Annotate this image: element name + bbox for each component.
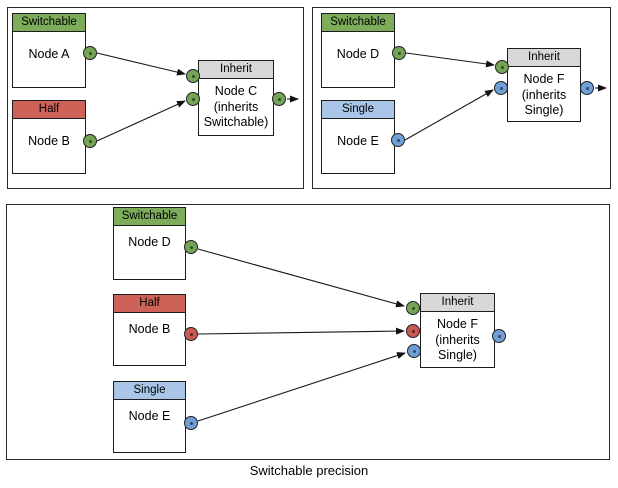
node-f-bottom: Inherit Node F (inherits Single)	[420, 293, 495, 368]
node-b-bottom-precision-header: Half	[114, 295, 185, 313]
node-d-title: Node D	[336, 47, 380, 61]
node-b-bottom: Half Node B	[113, 294, 186, 366]
node-d-bottom-title: Node D	[128, 235, 171, 249]
node-d: Switchable Node D	[321, 13, 395, 88]
node-c-input-port-1	[186, 69, 200, 83]
node-c-output-port-switchable	[272, 92, 286, 106]
node-d-output-port-switchable	[392, 46, 406, 60]
node-a-precision-header: Switchable	[13, 14, 85, 32]
node-b-bottom-title: Node B	[128, 322, 171, 336]
node-a: Switchable Node A	[12, 13, 86, 88]
node-e-bottom-title: Node E	[128, 409, 171, 423]
node-f-input-port-1	[495, 60, 509, 74]
panel-top-left	[7, 7, 304, 189]
node-f-title: Node F (inherits Single)	[521, 72, 567, 117]
node-e-precision-header: Single	[322, 101, 394, 119]
node-f-bottom-title: Node F (inherits Single)	[435, 317, 480, 362]
node-f-output-port-single	[580, 81, 594, 95]
node-c-title: Node C (inherits Switchable)	[203, 84, 269, 129]
node-b-bottom-output-port-half	[184, 327, 198, 341]
node-e-bottom-precision-header: Single	[114, 382, 185, 400]
node-e-output-port-single	[391, 133, 405, 147]
node-a-title: Node A	[28, 47, 70, 61]
node-f-precision-header: Inherit	[508, 49, 580, 67]
node-d-bottom: Switchable Node D	[113, 207, 186, 280]
node-f: Inherit Node F (inherits Single)	[507, 48, 581, 122]
panel-top-right	[312, 7, 611, 189]
node-b-precision-header: Half	[13, 101, 85, 119]
node-e: Single Node E	[321, 100, 395, 174]
node-c: Inherit Node C (inherits Switchable)	[198, 60, 274, 136]
panel-bottom	[6, 204, 610, 460]
node-f-bottom-precision-header: Inherit	[421, 294, 494, 312]
node-e-bottom-output-port-single	[184, 416, 198, 430]
node-b-output-port-switchable	[83, 134, 97, 148]
node-d-bottom-precision-header: Switchable	[114, 208, 185, 226]
node-f-input-port-2	[494, 81, 508, 95]
node-f-bottom-input-port-3	[407, 344, 421, 358]
figure-caption: Switchable precision	[249, 463, 369, 478]
node-e-bottom: Single Node E	[113, 381, 186, 453]
node-b-title: Node B	[28, 134, 70, 148]
node-f-bottom-output-port-single	[492, 329, 506, 343]
node-d-precision-header: Switchable	[322, 14, 394, 32]
node-f-bottom-input-port-1	[406, 301, 420, 315]
node-e-title: Node E	[337, 134, 379, 148]
node-b: Half Node B	[12, 100, 86, 174]
node-c-precision-header: Inherit	[199, 61, 273, 79]
node-d-bottom-output-port-switchable	[184, 240, 198, 254]
node-c-input-port-2	[186, 92, 200, 106]
node-a-output-port-switchable	[83, 46, 97, 60]
node-f-bottom-input-port-2	[406, 324, 420, 338]
